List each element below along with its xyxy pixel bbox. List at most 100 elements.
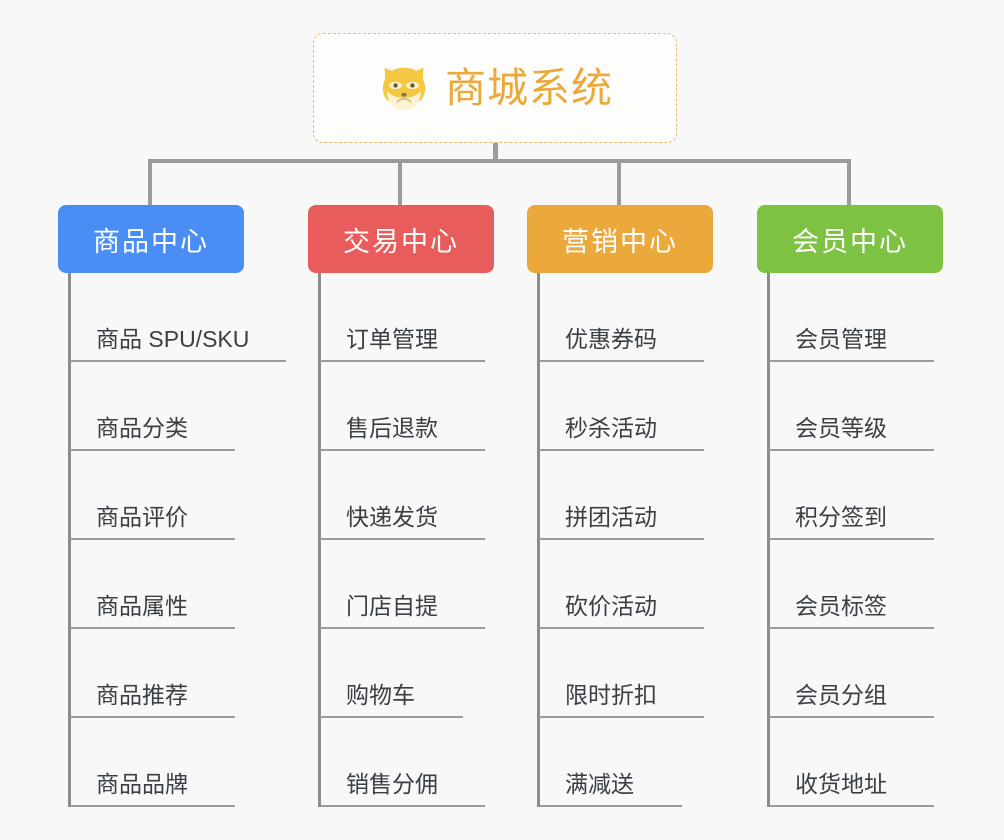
list-item-label: 商品推荐: [96, 681, 188, 708]
list-item-label: 会员管理: [795, 325, 887, 352]
list-item-label: 积分签到: [795, 503, 887, 530]
list-item-label: 购物车: [346, 681, 415, 708]
branch-spine: [318, 273, 321, 807]
branch-items-4: 会员管理 会员等级 积分签到 会员标签 会员分组 收货地址: [757, 273, 943, 807]
list-item[interactable]: 快递发货: [320, 451, 494, 540]
list-item[interactable]: 会员标签: [769, 540, 943, 629]
list-item[interactable]: 商品评价: [70, 451, 244, 540]
list-item[interactable]: 商品 SPU/SKU: [70, 273, 286, 362]
branch-items-3: 优惠券码 秒杀活动 拼团活动 砍价活动 限时折扣 满减送: [527, 273, 713, 807]
list-item[interactable]: 商品属性: [70, 540, 244, 629]
branch-column-2: 交易中心 订单管理 售后退款 快递发货 门店自提 购物车: [308, 205, 494, 807]
list-item[interactable]: 门店自提: [320, 540, 494, 629]
list-item[interactable]: 商品品牌: [70, 718, 244, 807]
list-item[interactable]: 商品推荐: [70, 629, 244, 718]
list-item-label: 商品品牌: [96, 770, 188, 797]
list-item-rule: [769, 449, 934, 451]
branch-items-2: 订单管理 售后退款 快递发货 门店自提 购物车 销售分佣: [308, 273, 494, 807]
list-item-rule: [70, 716, 235, 718]
list-item-rule: [769, 805, 934, 807]
list-item-label: 优惠券码: [565, 325, 657, 352]
connector-drop-4: [847, 159, 851, 207]
list-item-rule: [70, 627, 235, 629]
list-item[interactable]: 收货地址: [769, 718, 943, 807]
branch-column-4: 会员中心 会员管理 会员等级 积分签到 会员标签 会员分组: [757, 205, 943, 807]
branch-header-3[interactable]: 营销中心: [527, 205, 713, 273]
list-item-rule: [539, 627, 704, 629]
branch-spine: [68, 273, 71, 807]
list-item-rule: [70, 805, 235, 807]
list-item-label: 限时折扣: [565, 681, 657, 708]
list-item[interactable]: 秒杀活动: [539, 362, 713, 451]
list-item-rule: [539, 360, 704, 362]
list-item[interactable]: 砍价活动: [539, 540, 713, 629]
list-item-rule: [70, 449, 235, 451]
list-item[interactable]: 购物车: [320, 629, 494, 718]
list-item[interactable]: 会员分组: [769, 629, 943, 718]
branch-spine: [537, 273, 540, 807]
list-item-rule: [539, 716, 704, 718]
list-item-label: 快递发货: [346, 503, 438, 530]
connector-bus: [148, 159, 851, 163]
list-item[interactable]: 会员管理: [769, 273, 943, 362]
root-title: 商城系统: [445, 64, 613, 111]
list-item-rule: [769, 538, 934, 540]
list-item[interactable]: 优惠券码: [539, 273, 713, 362]
branch-header-label: 会员中心: [792, 226, 908, 257]
list-item-label: 会员标签: [795, 592, 887, 619]
branch-spine: [767, 273, 770, 807]
list-item[interactable]: 销售分佣: [320, 718, 494, 807]
list-item-label: 售后退款: [346, 414, 438, 441]
list-item-label: 秒杀活动: [565, 414, 657, 441]
list-item-rule: [70, 360, 286, 362]
list-item[interactable]: 限时折扣: [539, 629, 713, 718]
list-item-rule: [769, 627, 934, 629]
list-item-rule: [320, 538, 485, 540]
list-item-rule: [320, 627, 485, 629]
list-item-label: 订单管理: [346, 325, 438, 352]
list-item[interactable]: 商品分类: [70, 362, 244, 451]
list-item[interactable]: 积分签到: [769, 451, 943, 540]
shiba-dog-face-icon: [377, 61, 431, 115]
list-item-label: 收货地址: [795, 770, 887, 797]
list-item-label: 会员等级: [795, 414, 887, 441]
list-item[interactable]: 会员等级: [769, 362, 943, 451]
list-item-label: 销售分佣: [346, 770, 438, 797]
list-item-label: 商品分类: [96, 414, 188, 441]
list-item[interactable]: 订单管理: [320, 273, 494, 362]
list-item-rule: [769, 716, 934, 718]
root-node-mall-system[interactable]: 商城系统: [313, 33, 677, 143]
list-item-rule: [539, 538, 704, 540]
branch-header-2[interactable]: 交易中心: [308, 205, 494, 273]
list-item[interactable]: 拼团活动: [539, 451, 713, 540]
list-item-rule: [320, 449, 485, 451]
connector-root-stem: [493, 143, 498, 163]
branch-column-3: 营销中心 优惠券码 秒杀活动 拼团活动 砍价活动 限时折扣: [527, 205, 713, 807]
connector-drop-1: [148, 159, 152, 207]
connector-drop-3: [617, 159, 621, 207]
list-item-rule: [539, 805, 682, 807]
list-item-label: 商品属性: [96, 592, 188, 619]
branch-column-1: 商品中心 商品 SPU/SKU 商品分类 商品评价 商品属性 商品推荐: [58, 205, 286, 807]
list-item-rule: [769, 360, 934, 362]
list-item-rule: [320, 716, 463, 718]
list-item-rule: [70, 538, 235, 540]
branch-header-1[interactable]: 商品中心: [58, 205, 244, 273]
branch-header-4[interactable]: 会员中心: [757, 205, 943, 273]
branch-header-label: 交易中心: [343, 226, 459, 257]
list-item-label: 会员分组: [795, 681, 887, 708]
branch-items-1: 商品 SPU/SKU 商品分类 商品评价 商品属性 商品推荐 商品品牌: [58, 273, 286, 807]
list-item-label: 商品评价: [96, 503, 188, 530]
list-item[interactable]: 满减送: [539, 718, 713, 807]
list-item-rule: [320, 805, 485, 807]
list-item-rule: [320, 360, 485, 362]
list-item[interactable]: 售后退款: [320, 362, 494, 451]
list-item-label: 商品 SPU/SKU: [96, 325, 250, 352]
connector-drop-2: [398, 159, 402, 207]
branch-header-label: 商品中心: [93, 226, 209, 257]
list-item-label: 门店自提: [346, 592, 438, 619]
branch-header-label: 营销中心: [562, 226, 678, 257]
list-item-rule: [539, 449, 704, 451]
list-item-label: 砍价活动: [565, 592, 657, 619]
